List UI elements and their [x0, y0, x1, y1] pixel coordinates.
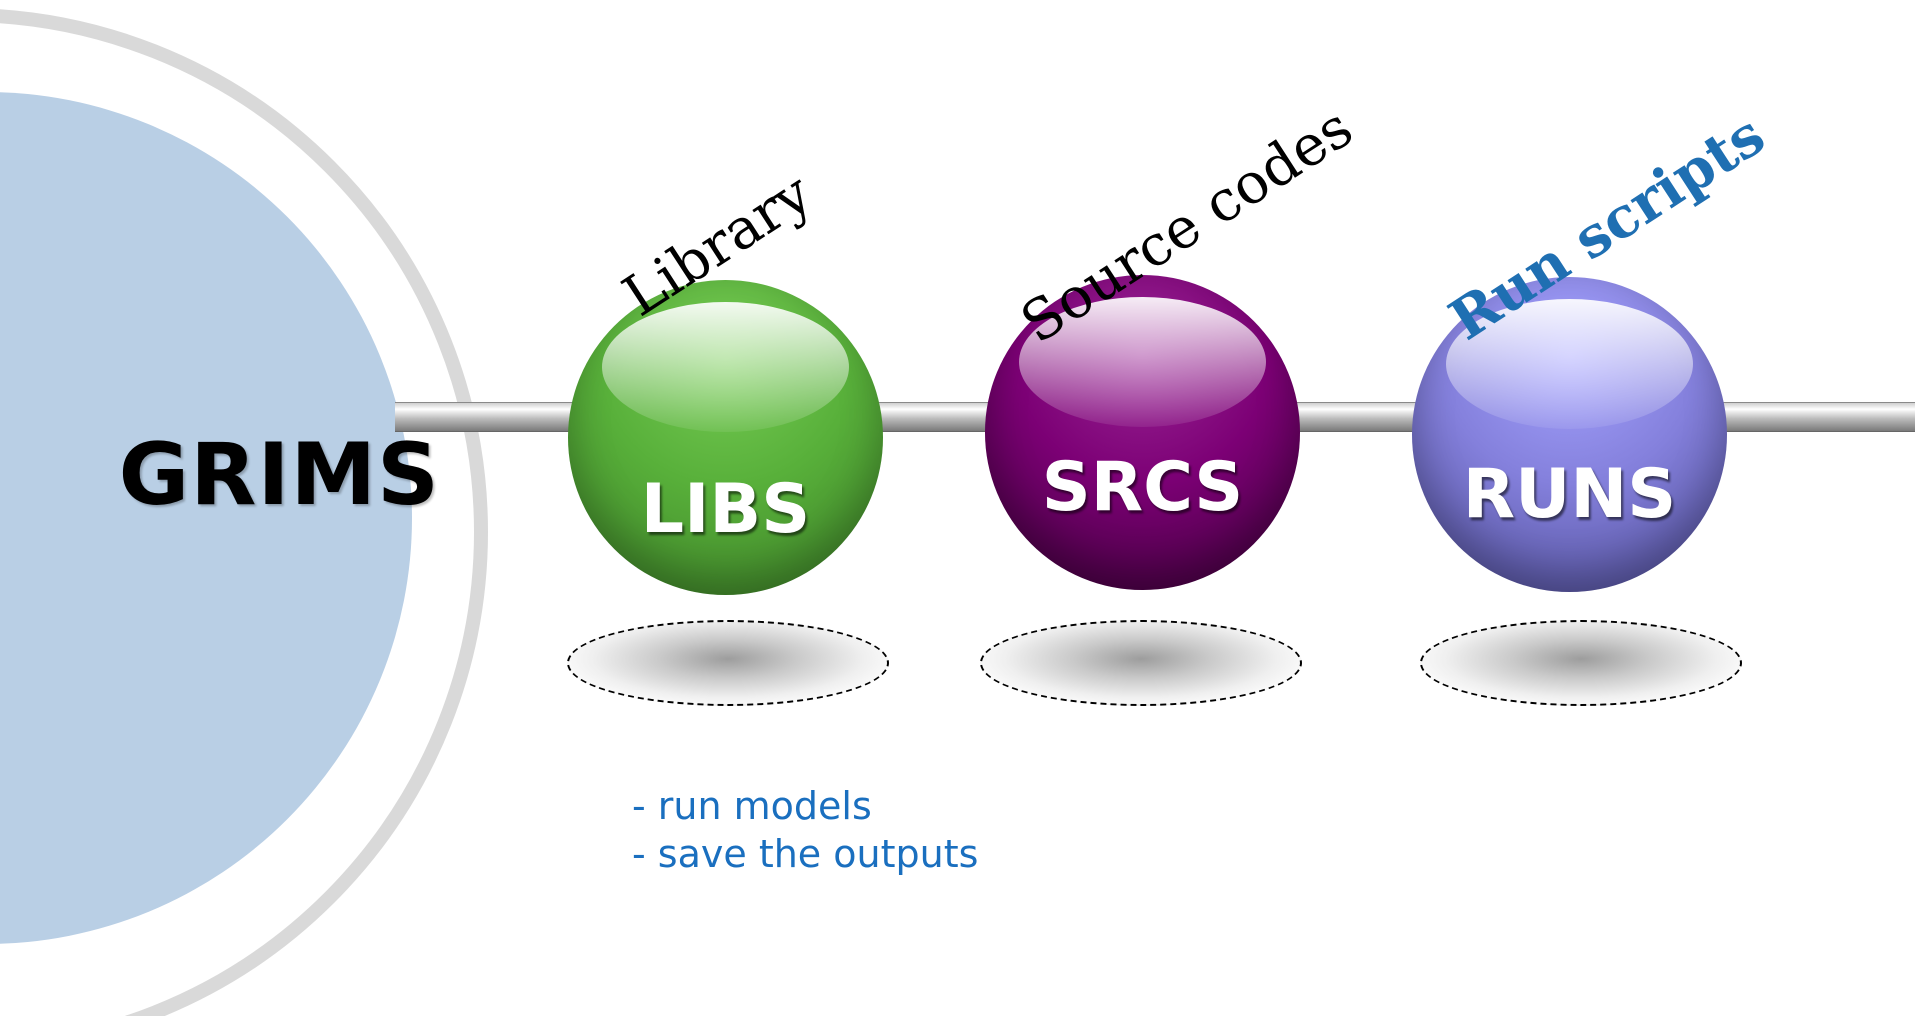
libs-label: LIBS [640, 470, 811, 549]
sphere-highlight [1019, 297, 1266, 427]
libs-sphere: LIBS [568, 280, 883, 595]
srcs-sphere: SRCS [985, 275, 1300, 590]
notes-list: - run models - save the outputs [632, 782, 978, 878]
srcs-label: SRCS [1041, 448, 1244, 527]
runs-label: RUNS [1462, 455, 1677, 534]
note-item: - save the outputs [632, 832, 979, 876]
note-item: - run models [632, 784, 872, 828]
srcs-shadow [980, 620, 1302, 706]
sphere-highlight [602, 302, 849, 432]
sphere-highlight [1446, 299, 1693, 429]
main-title: GRIMS [118, 425, 440, 525]
libs-shadow [567, 620, 889, 706]
runs-sphere: RUNS [1412, 277, 1727, 592]
runs-shadow [1420, 620, 1742, 706]
